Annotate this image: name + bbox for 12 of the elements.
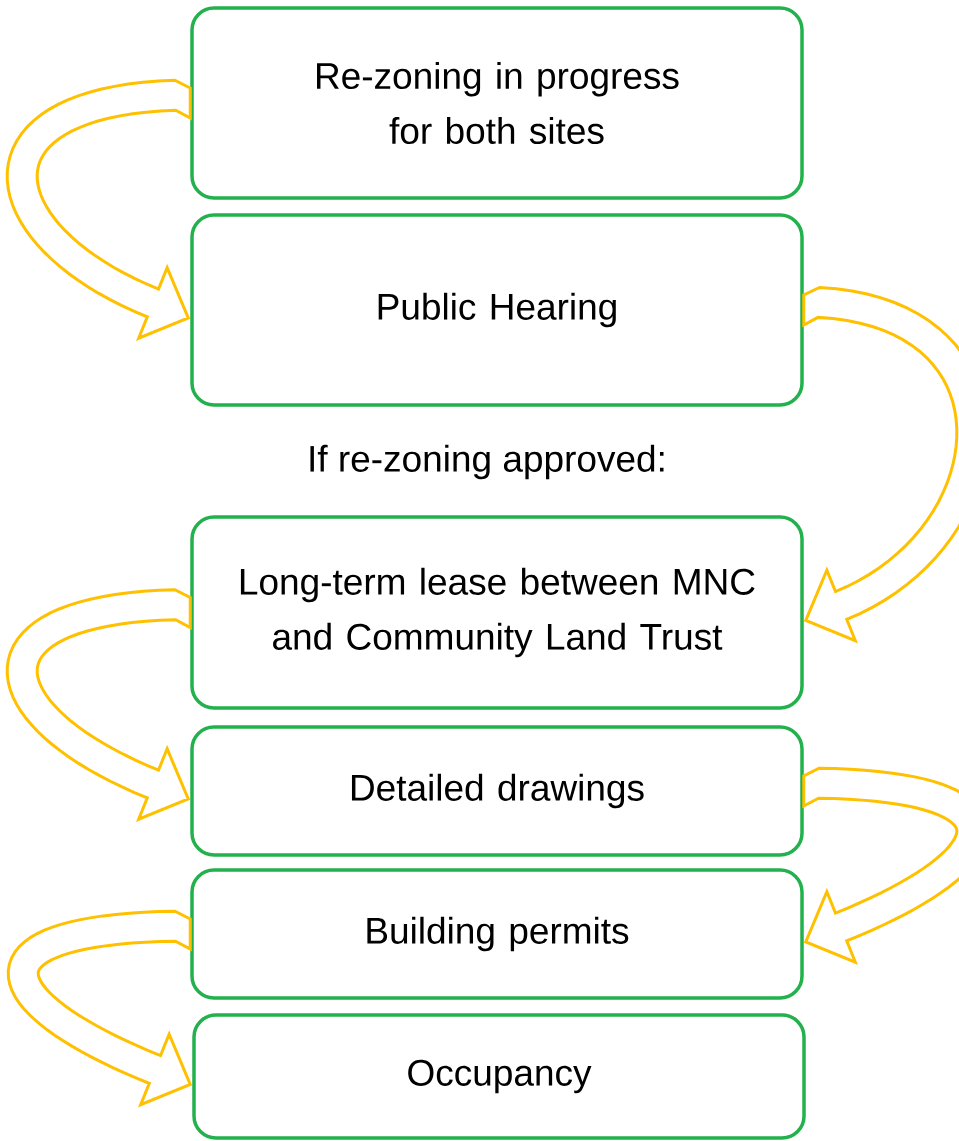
process-box: Re-zoning in progress for both sites <box>190 6 804 200</box>
process-box: Occupancy <box>192 1013 806 1140</box>
curved-arrow <box>5 78 192 341</box>
curved-arrow <box>802 285 959 644</box>
curved-arrow <box>6 909 193 1108</box>
process-box: Detailed drawings <box>190 725 804 857</box>
note-text: If re-zoning approved: <box>310 444 664 480</box>
process-box: Long-term lease between MNC and Community Land Trust <box>190 515 804 710</box>
curved-arrow <box>5 588 192 822</box>
curved-arrow <box>802 766 959 965</box>
process-box: Public Hearing <box>190 213 804 407</box>
process-box: Building permits <box>190 868 804 1000</box>
